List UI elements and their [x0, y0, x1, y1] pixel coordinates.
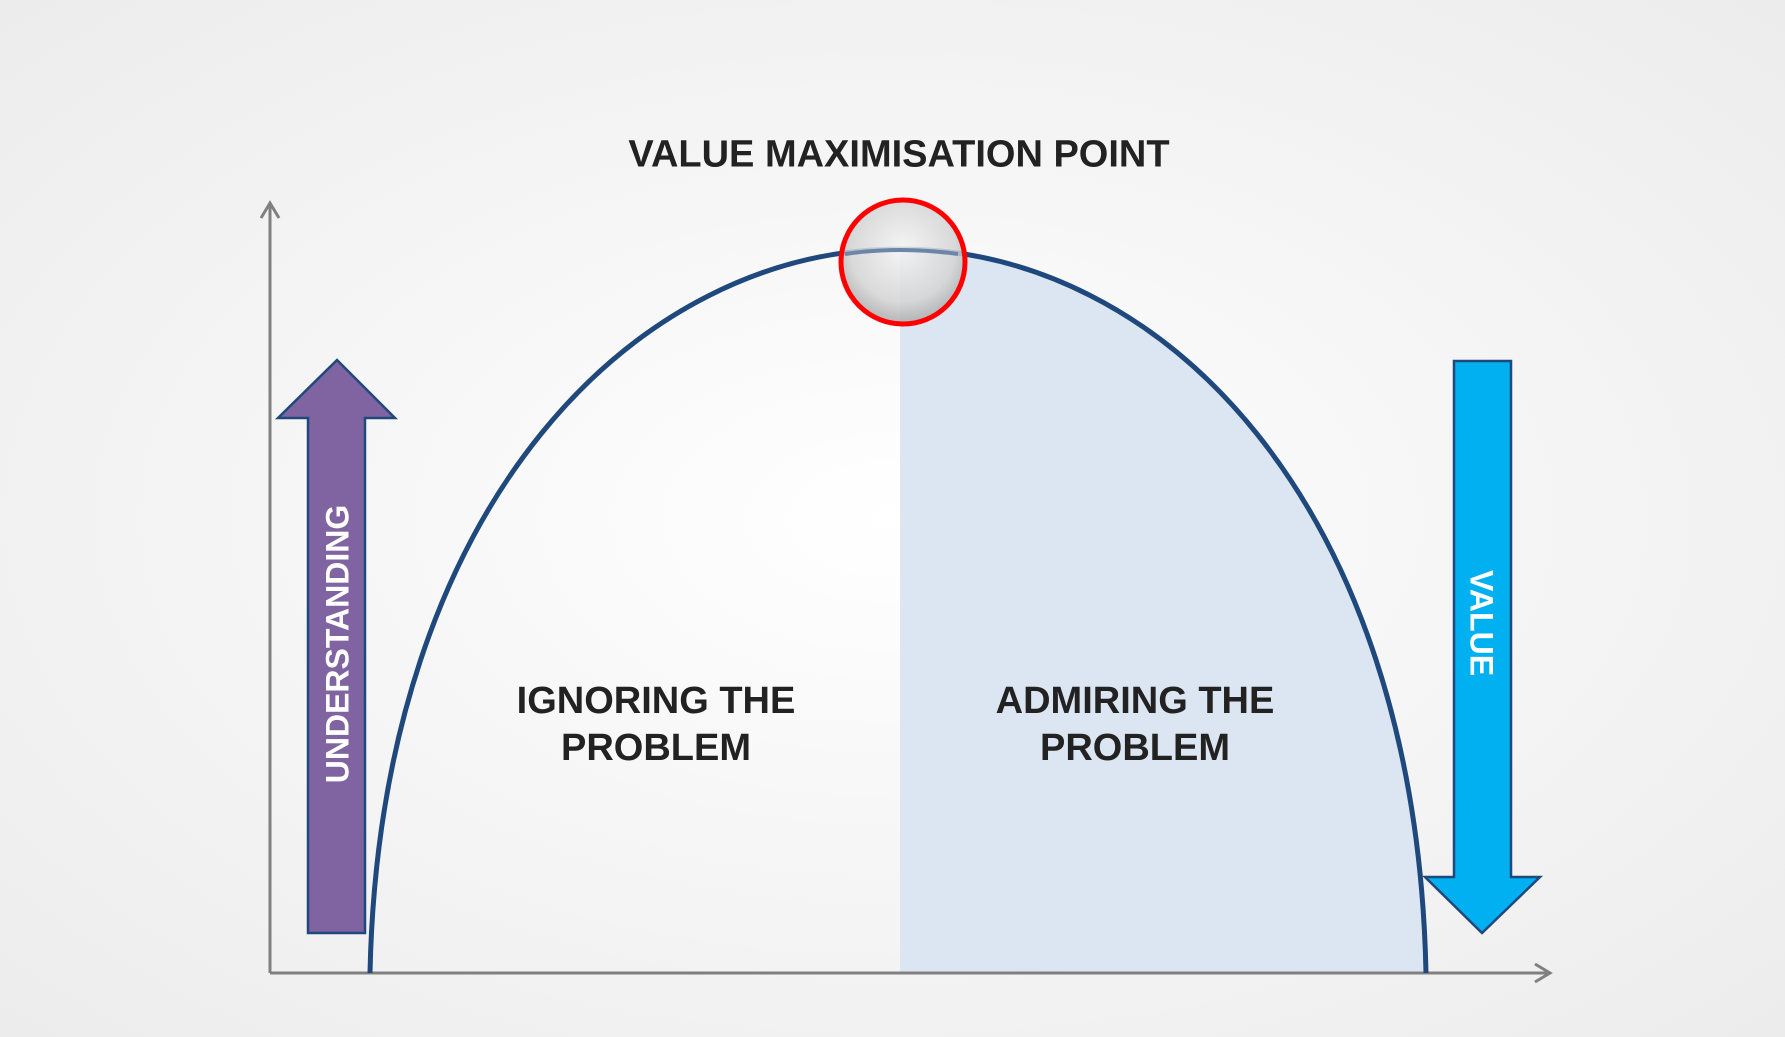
x-axis-arrowhead-icon [1534, 962, 1553, 984]
left-region-line2: PROBLEM [561, 727, 751, 769]
page-title: VALUE MAXIMISATION POINT [628, 133, 1170, 176]
left-region-label: IGNORING THE PROBLEM [517, 678, 796, 772]
left-region-line1: IGNORING THE [516, 680, 796, 722]
right-region-label: ADMIRING THE PROBLEM [996, 678, 1275, 772]
value-label: VALUE [1463, 569, 1500, 677]
curve-peak-through-marker [844, 248, 959, 256]
value-maximisation-marker [838, 197, 968, 327]
right-region-line1: ADMIRING THE [995, 680, 1275, 722]
right-region-fill [900, 249, 1426, 973]
understanding-arrow [274, 358, 399, 935]
value-arrow [1421, 359, 1544, 935]
y-axis-arrowhead-icon [259, 200, 281, 219]
right-region-line2: PROBLEM [1040, 727, 1230, 769]
understanding-label: UNDERSTANDING [319, 504, 356, 784]
